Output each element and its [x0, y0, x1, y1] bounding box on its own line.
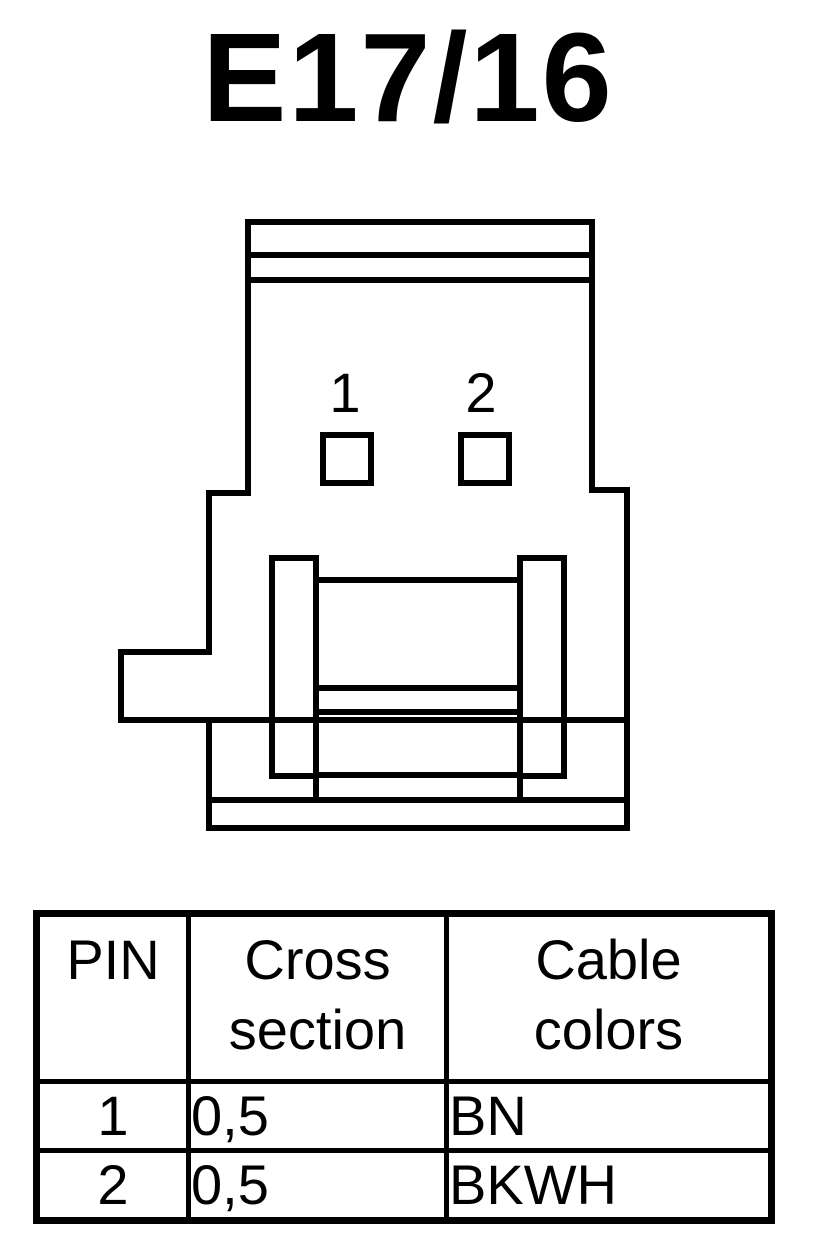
table-row: 1 0,5 BN — [34, 1079, 774, 1153]
header-pin: PIN — [34, 911, 191, 1084]
header-cross-section-line-1: Cross — [244, 928, 391, 991]
header-cable-colors-line-1: Cable — [535, 928, 682, 991]
latch-post-right — [517, 555, 567, 779]
pin-cavity-2 — [458, 432, 512, 486]
pin-label-1: 1 — [329, 361, 360, 424]
table-row: 2 0,5 BKWH — [34, 1148, 774, 1223]
cell-cable-color: BKWH — [444, 1148, 774, 1223]
cell-pin: 1 — [34, 1079, 191, 1153]
cell-pin: 2 — [34, 1148, 191, 1223]
pin-cavity-1 — [320, 432, 374, 486]
connector-title: E17/16 — [202, 7, 614, 148]
cell-cross-section: 0,5 — [186, 1079, 449, 1153]
header-cable-colors: Cable colors — [444, 911, 774, 1084]
header-cross-section-line-2: section — [228, 998, 407, 1061]
connector-housing-outline — [118, 219, 630, 831]
connector-diagram: 1 2 — [118, 219, 630, 831]
cell-cross-section: 0,5 — [186, 1148, 449, 1223]
header-cross-section: Cross section — [186, 911, 449, 1084]
header-cable-colors-line-2: colors — [533, 998, 684, 1061]
header-pin-label: PIN — [66, 928, 160, 991]
table-header-row: PIN Cross section Cable colors — [34, 911, 774, 1084]
pin-assignment-table: PIN Cross section Cable colors 1 0,5 BN … — [33, 910, 775, 1224]
pin-label-2: 2 — [465, 361, 496, 424]
latch-post-left — [269, 555, 319, 779]
cell-cable-color: BN — [444, 1079, 774, 1153]
